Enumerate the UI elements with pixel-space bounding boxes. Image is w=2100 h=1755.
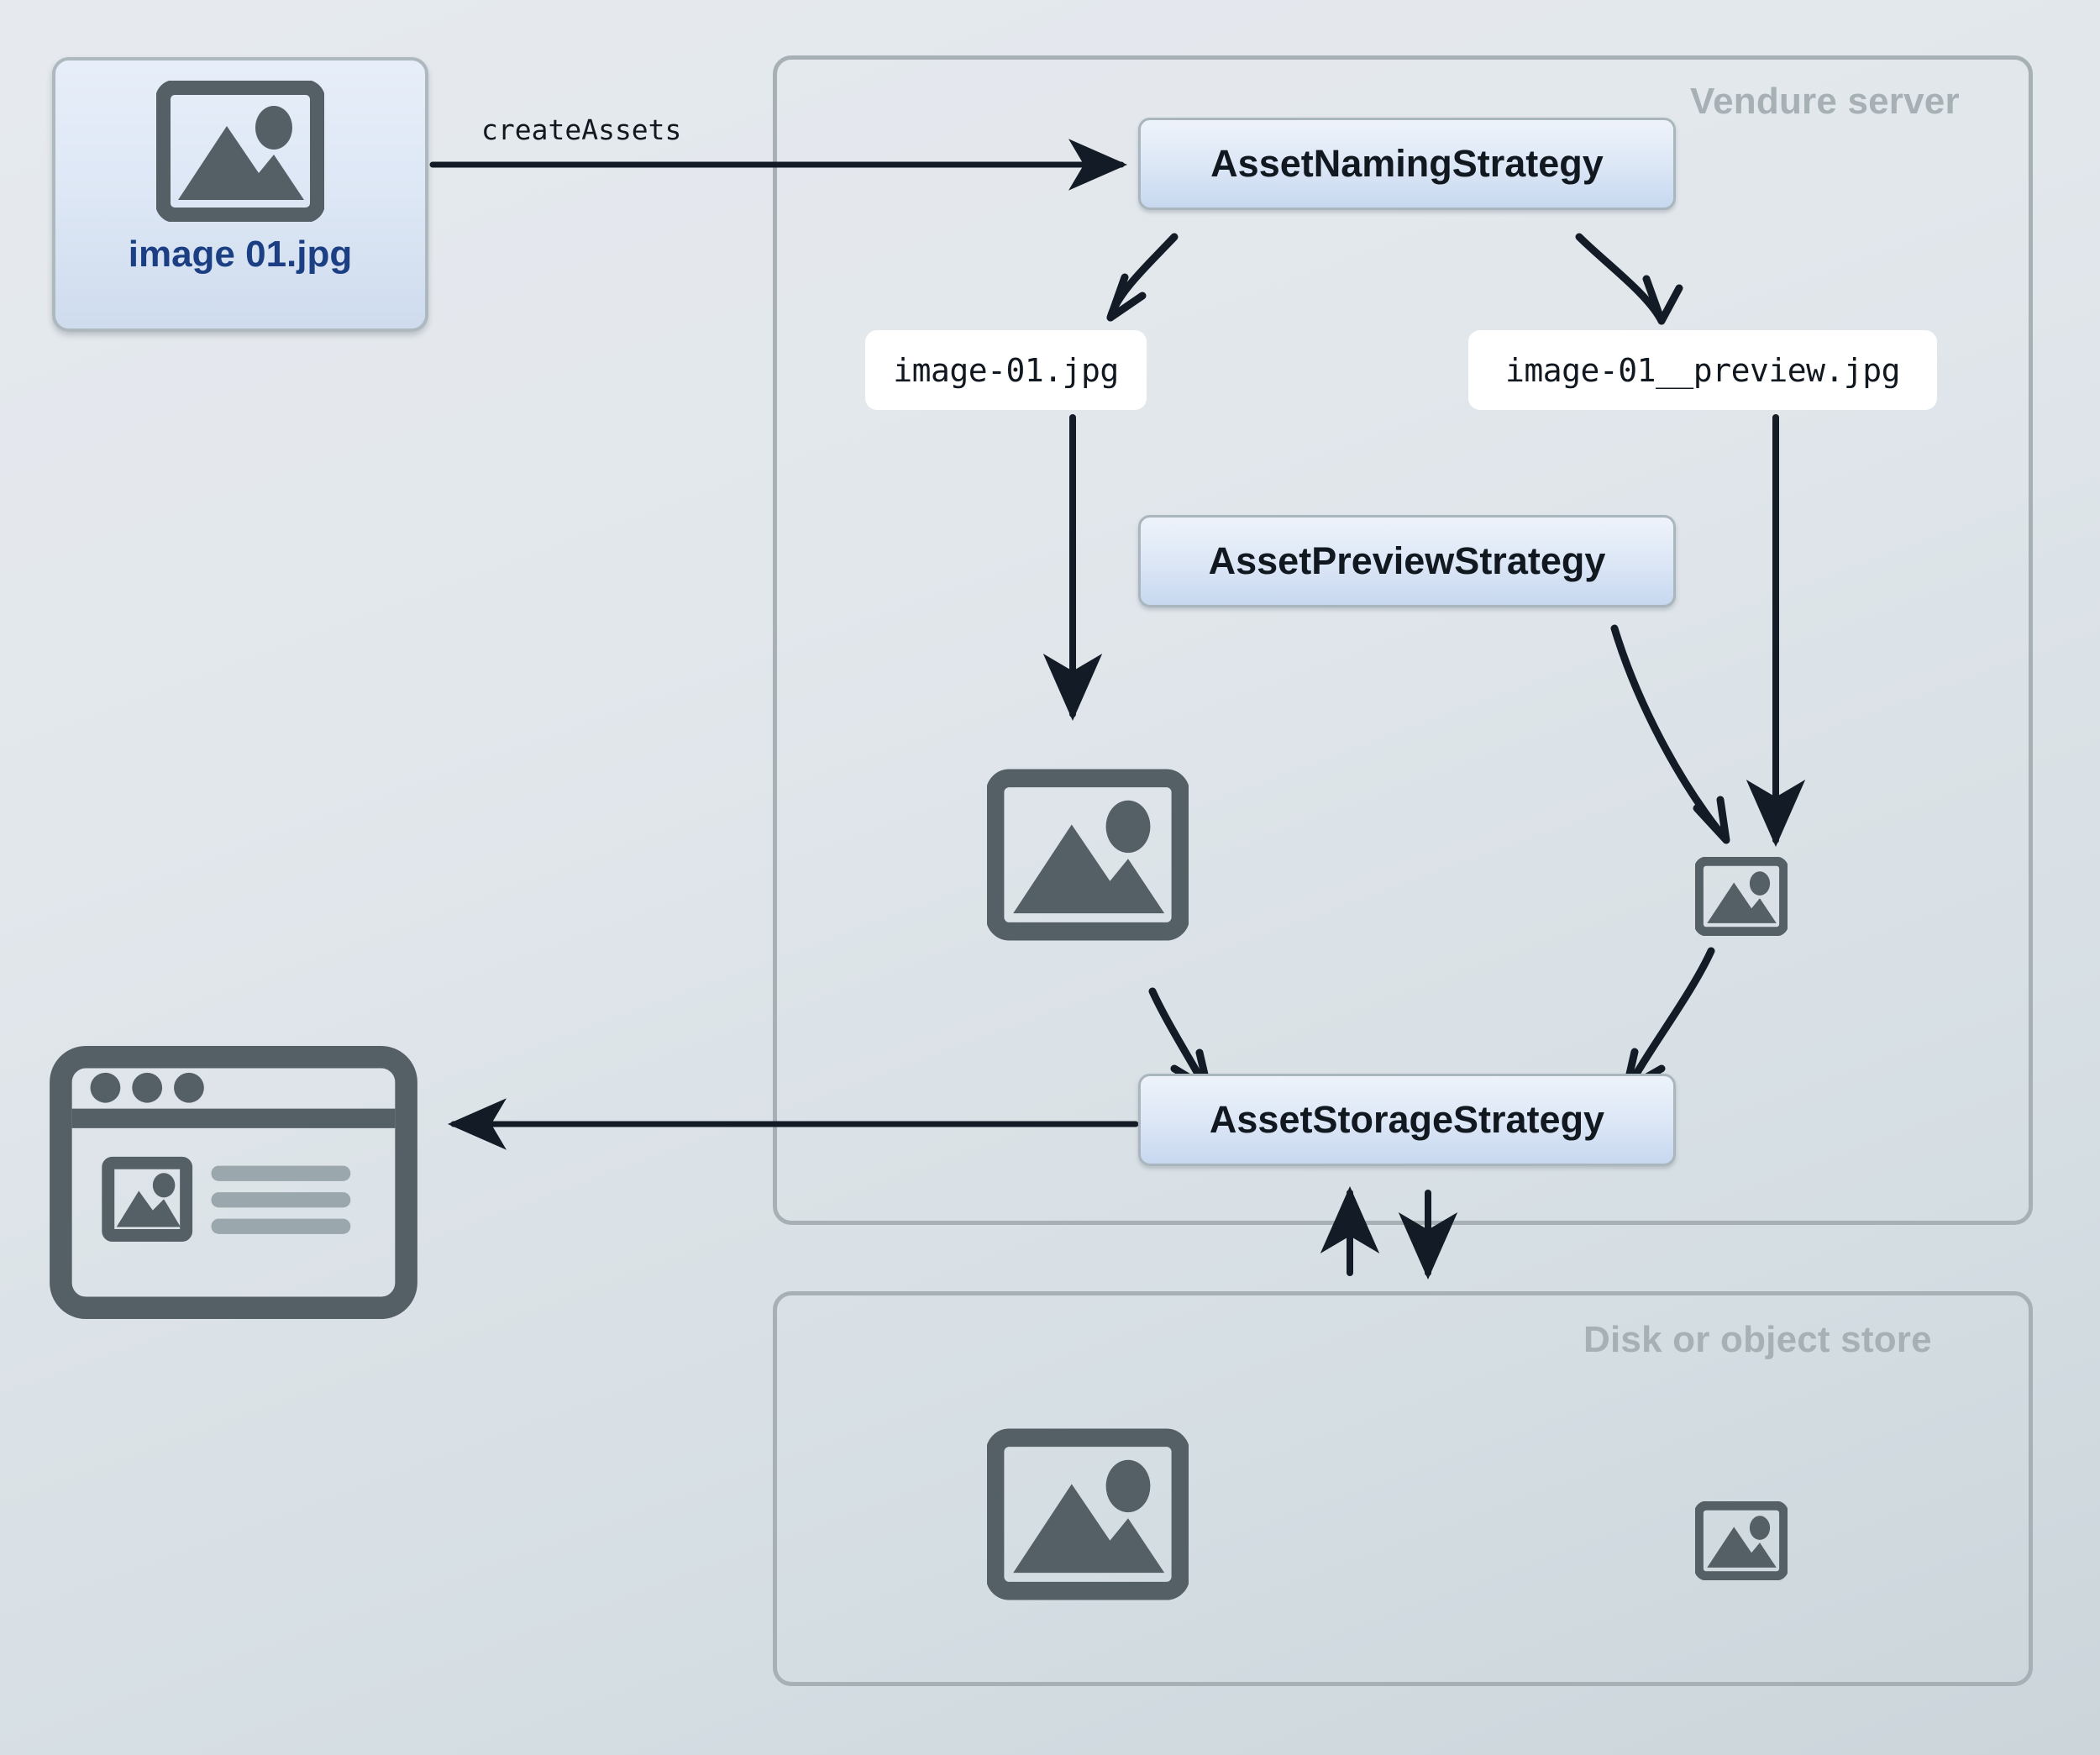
strategy-asset-naming-label: AssetNamingStrategy: [1210, 142, 1604, 185]
strategy-asset-naming[interactable]: AssetNamingStrategy: [1138, 118, 1676, 210]
source-image-icon: [987, 769, 1189, 941]
stored-source-image-icon: [987, 1428, 1189, 1600]
edge-label-create-assets: createAssets: [481, 113, 682, 146]
zone-vendure-server: [773, 55, 2033, 1225]
source-asset-filename: image 01.jpg: [128, 234, 353, 275]
picture-icon: [156, 81, 324, 222]
chip-preview-filename-text: image-01__preview.jpg: [1505, 351, 1900, 389]
strategy-asset-storage[interactable]: AssetStorageStrategy: [1138, 1074, 1676, 1166]
chip-preview-filename: image-01__preview.jpg: [1468, 330, 1937, 410]
browser-window-icon[interactable]: [49, 1046, 418, 1319]
zone-disk-or-object-store-label: Disk or object store: [1583, 1319, 1932, 1360]
preview-image-icon: [1695, 857, 1788, 936]
strategy-asset-storage-label: AssetStorageStrategy: [1209, 1098, 1605, 1141]
zone-disk-or-object-store: [773, 1291, 2033, 1686]
chip-source-filename-text: image-01.jpg: [893, 351, 1119, 389]
chip-source-filename: image-01.jpg: [865, 330, 1147, 410]
strategy-asset-preview[interactable]: AssetPreviewStrategy: [1138, 515, 1676, 607]
strategy-asset-preview-label: AssetPreviewStrategy: [1208, 539, 1606, 582]
source-asset-card[interactable]: image 01.jpg: [52, 57, 428, 332]
stored-preview-image-icon: [1695, 1501, 1788, 1580]
zone-vendure-server-label: Vendure server: [1690, 81, 1960, 122]
